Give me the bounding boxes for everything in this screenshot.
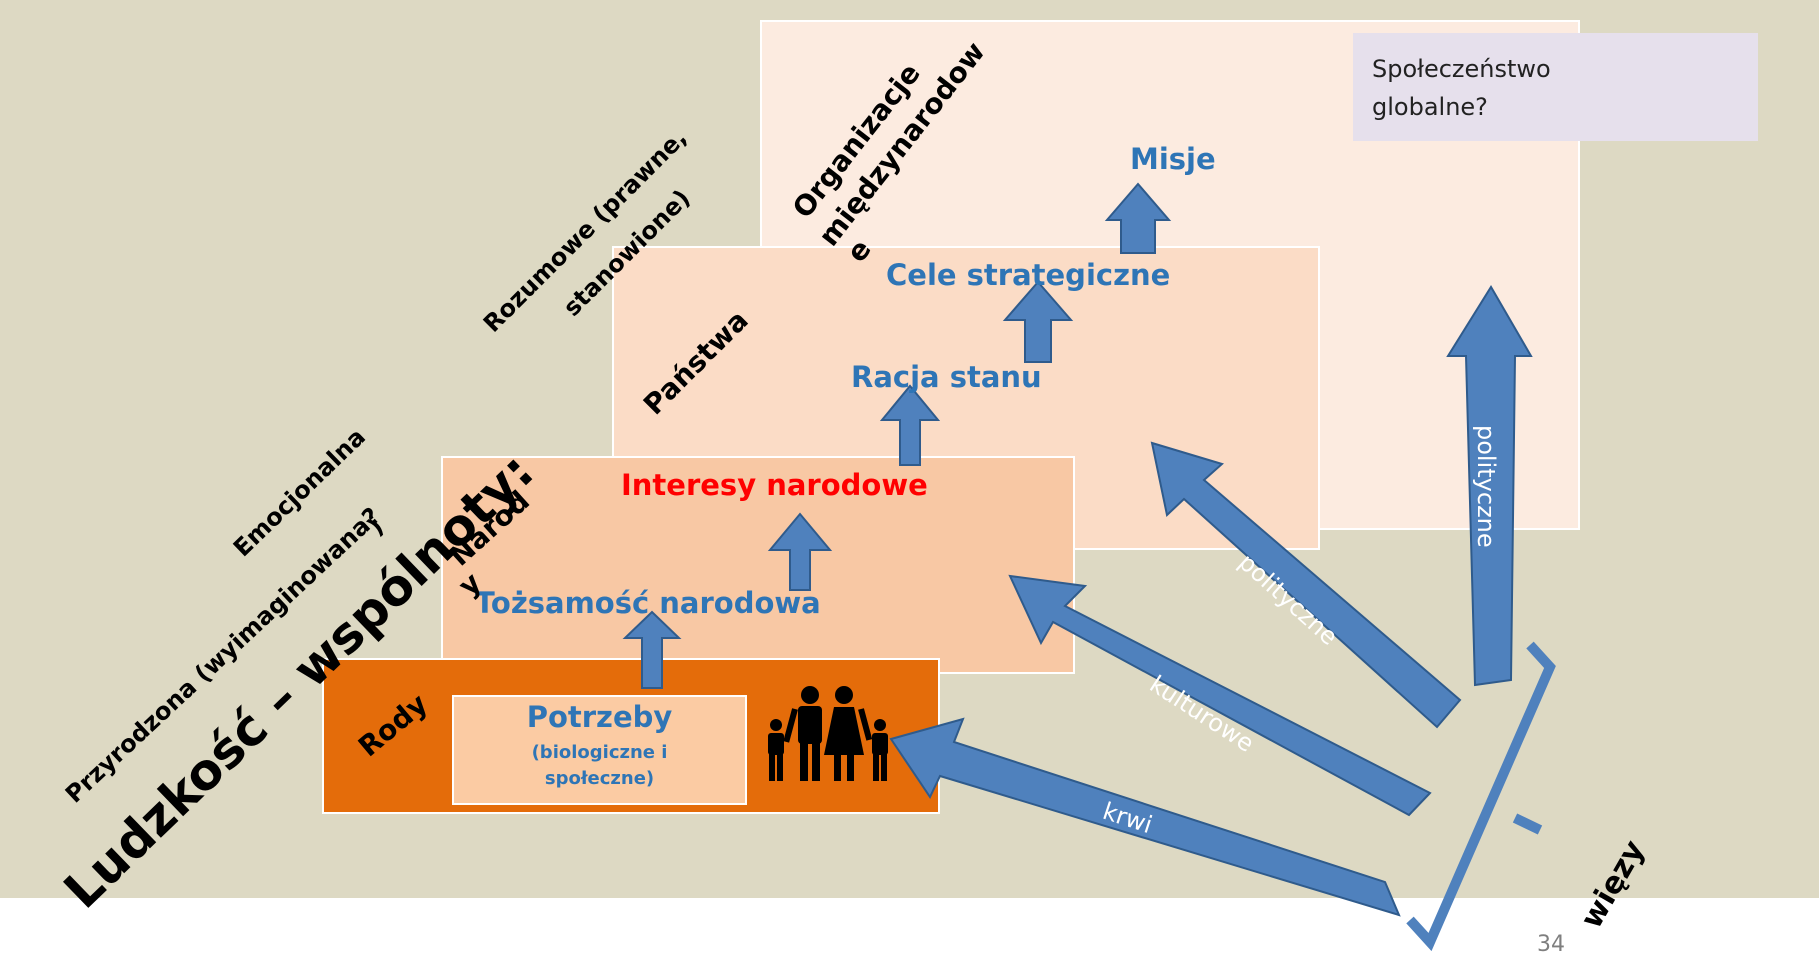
arrow-raison-to-goals <box>1002 280 1074 363</box>
needs-sub-line2: społeczne) <box>544 768 655 789</box>
arrow-bond-cultural <box>1008 574 1432 817</box>
family-icon <box>768 686 888 781</box>
step-interests: Interesy narodowe <box>621 468 928 502</box>
page-number: 34 <box>1537 932 1565 957</box>
step-missions: Misje <box>1130 142 1216 176</box>
arrow-needs-to-identity <box>622 610 682 689</box>
arrow-bond-political-diagonal <box>1150 441 1462 729</box>
needs-sub-line1: (biologiczne i <box>531 742 668 763</box>
arrow-bond-blood <box>889 717 1401 917</box>
box-global-society <box>1353 33 1758 141</box>
box-nations <box>441 456 1075 674</box>
global-society-label: Społeczeństwo globalne? <box>1372 55 1551 121</box>
step-strategic-goals: Cele strategiczne <box>886 258 1171 292</box>
bond-label-political-vertical: polityczne <box>1472 425 1500 548</box>
needs-label: Potrzeby <box>526 700 673 734</box>
arrow-goals-to-missions <box>1104 182 1172 254</box>
box-needs <box>452 695 747 805</box>
step-raison-detat: Racja stanu <box>851 360 1042 394</box>
arrow-identity-to-interests <box>767 512 833 591</box>
arrow-interests-to-raison <box>879 384 941 466</box>
bonds-bracket <box>1406 641 1556 952</box>
step-identity: Tożsamość narodowa <box>475 586 821 620</box>
arrow-bond-political-vertical <box>1446 285 1533 687</box>
